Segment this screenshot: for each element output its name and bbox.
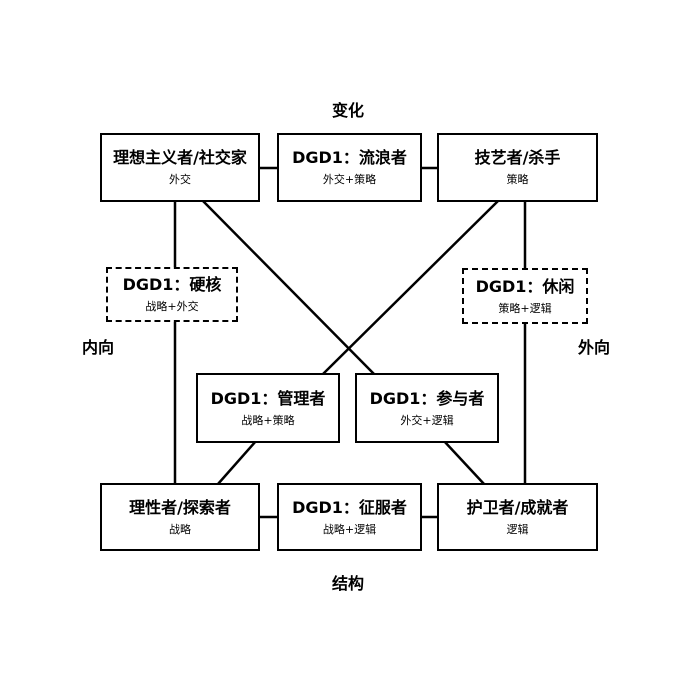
box-guardian: 护卫者/成就者 逻辑 [437,483,598,551]
box-subtitle: 外交 [169,173,191,186]
box-title: DGD1：管理者 [210,388,326,408]
box-romantic: DGD1：流浪者 外交+策略 [277,133,422,202]
axis-label-top: 变化 [332,101,365,120]
box-subtitle: 战略 [169,522,191,536]
box-title: DGD1：硬核 [122,275,222,294]
box-subtitle: 外交+逻辑 [400,413,454,427]
box-artisan: 技艺者/杀手 策略 [437,133,598,202]
connector-artisan-manager [322,200,499,375]
box-title: 护卫者/成就者 [466,497,569,517]
box-subtitle: 策略+逻辑 [498,301,552,315]
box-title: 理性者/探索者 [129,497,231,517]
box-subtitle: 战略+策略 [241,413,295,427]
axis-label-bottom: 结构 [332,574,365,593]
box-manager: DGD1：管理者 战略+策略 [196,373,340,443]
box-participant: DGD1：参与者 外交+逻辑 [355,373,499,443]
box-title: DGD1：休闲 [475,276,575,296]
axis-label-right: 外向 [578,338,611,357]
box-idealist: 理想主义者/社交家 外交 [100,133,260,202]
connector-manager-rational [217,440,257,485]
box-subtitle: 策略 [506,173,529,186]
box-subtitle: 外交+策略 [322,173,377,186]
box-title: 理想主义者/社交家 [113,148,247,167]
box-title: DGD1：流浪者 [292,148,407,167]
box-title: 技艺者/杀手 [474,148,561,167]
box-subtitle: 战略+外交 [145,300,199,313]
box-title: DGD1：参与者 [369,388,485,408]
box-subtitle: 逻辑 [506,522,529,536]
box-subtitle: 战略+逻辑 [322,522,377,536]
axis-label-left: 内向 [82,338,115,357]
box-conqueror: DGD1：征服者 战略+逻辑 [277,483,422,551]
connector-participant-guardian [443,440,485,485]
connector-idealist-participant [202,200,375,375]
box-rational: 理性者/探索者 战略 [100,483,260,551]
box-casual: DGD1：休闲 策略+逻辑 [462,268,588,324]
box-hardcore: DGD1：硬核 战略+外交 [106,267,238,322]
box-title: DGD1：征服者 [292,497,407,517]
